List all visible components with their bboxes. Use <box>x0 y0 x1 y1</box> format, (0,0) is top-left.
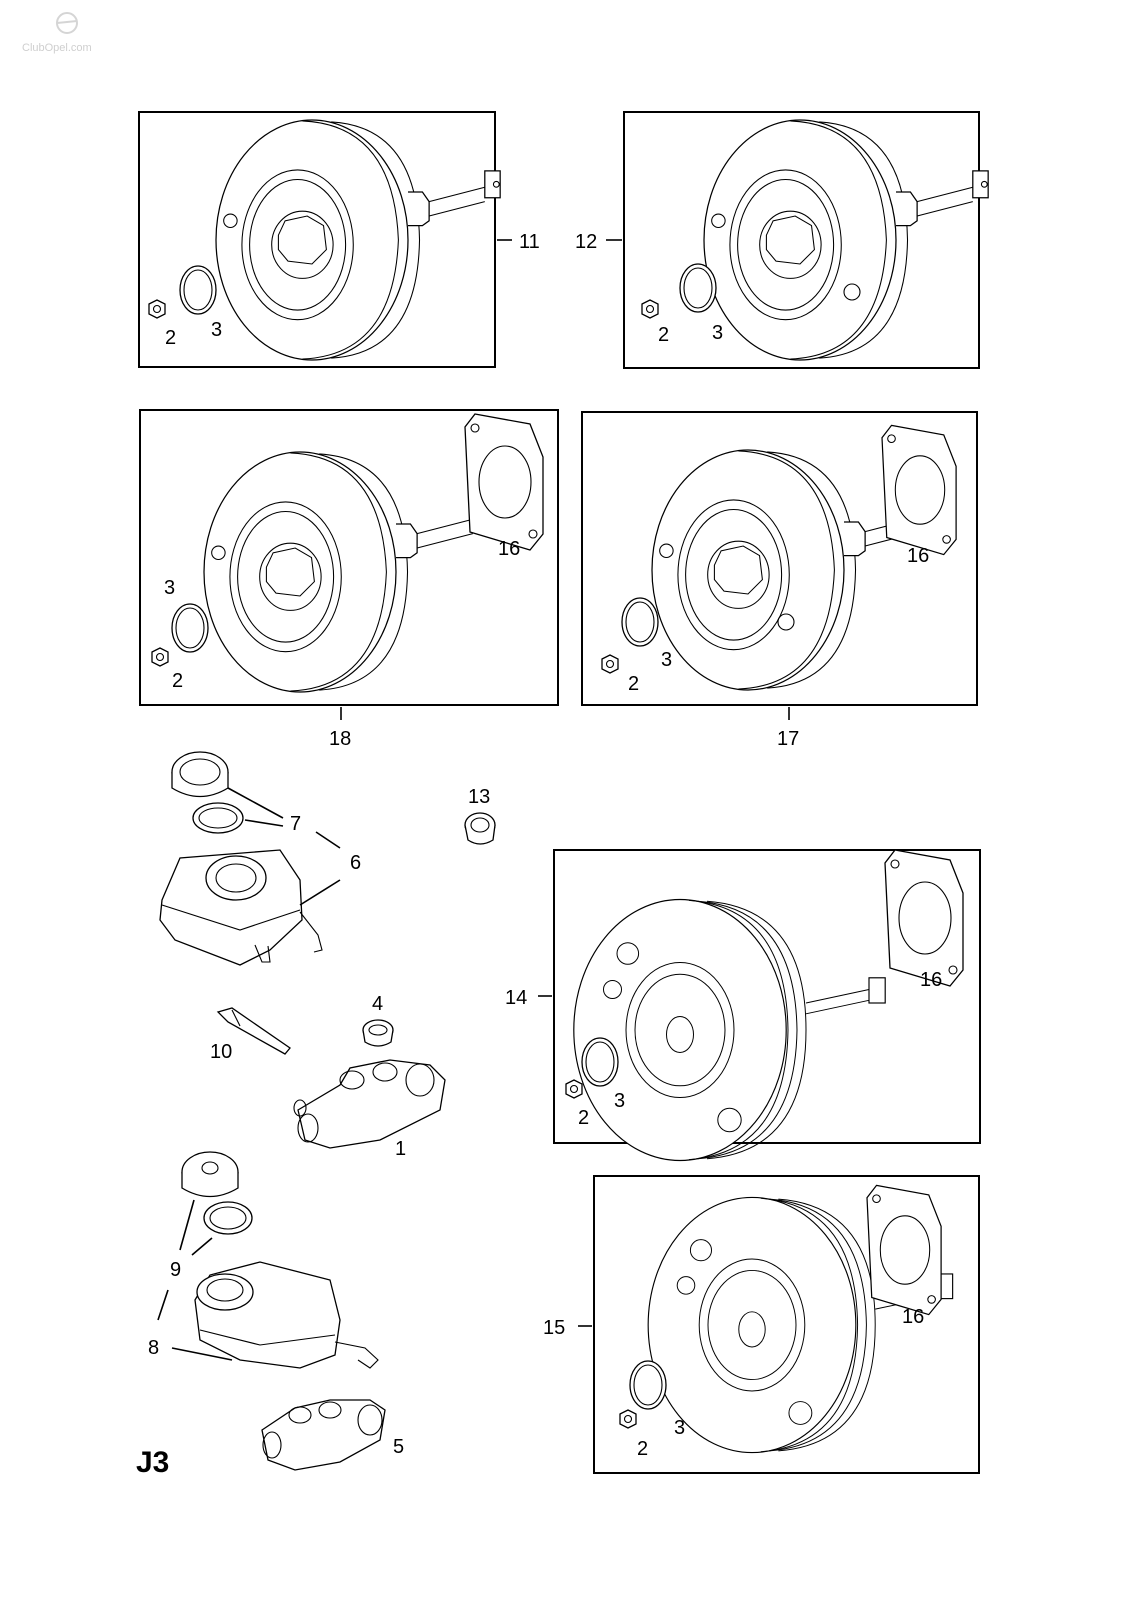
callout-12: 12 <box>575 231 597 253</box>
nut <box>151 647 169 667</box>
brake-booster <box>215 119 501 361</box>
seal-ring <box>171 603 209 653</box>
nut <box>148 299 166 319</box>
brake-fluid-reservoir <box>159 849 323 966</box>
bushing <box>464 812 496 845</box>
group-master-cylinder-1: 10 4 1 <box>210 993 446 1160</box>
frame-14 <box>553 849 981 1144</box>
seal-ring <box>581 1037 619 1087</box>
callout-14: 14 <box>505 987 527 1009</box>
seal-ring <box>621 597 659 647</box>
callout-3: 3 <box>211 319 222 341</box>
callout-16: 16 <box>907 545 929 567</box>
nut <box>641 299 659 319</box>
callout-2: 2 <box>172 670 183 692</box>
group-booster-18: 18 3 2 16 <box>139 409 559 750</box>
callout-5: 5 <box>393 1436 404 1458</box>
callout-3: 3 <box>712 322 723 344</box>
callout-17: 17 <box>777 728 799 750</box>
callout-18: 18 <box>329 728 351 750</box>
frame-11 <box>138 111 496 368</box>
callout-3: 3 <box>164 577 175 599</box>
callout-1: 1 <box>395 1138 406 1160</box>
brake-fluid-reservoir <box>194 1261 379 1369</box>
callout-16: 16 <box>920 969 942 991</box>
group-booster-17: 17 16 3 2 <box>581 411 978 750</box>
seal-ring <box>179 265 217 315</box>
callout-2: 2 <box>658 324 669 346</box>
group-booster-15: 15 16 3 2 <box>543 1175 980 1474</box>
seal-ring <box>679 263 717 313</box>
nut <box>565 1079 583 1099</box>
group-reservoir-8: 9 8 5 <box>148 1151 404 1471</box>
reservoir-cap <box>171 751 229 798</box>
gasket <box>881 424 957 556</box>
callout-13: 13 <box>468 786 490 808</box>
reservoir-cap <box>181 1151 239 1198</box>
grommet <box>362 1019 394 1047</box>
callout-3: 3 <box>674 1417 685 1439</box>
callout-2: 2 <box>628 673 639 695</box>
nut <box>601 654 619 674</box>
brake-booster <box>703 119 989 361</box>
callout-4: 4 <box>372 993 383 1015</box>
watermark-logo: ClubOpel.com <box>22 12 92 54</box>
master-cylinder <box>261 1399 386 1471</box>
callout-11: 11 <box>519 231 540 253</box>
callout-3: 3 <box>614 1090 625 1112</box>
group-booster-11: 11 2 3 <box>138 111 540 368</box>
group-booster-12: 12 2 3 <box>575 111 989 369</box>
callout-15: 15 <box>543 1317 565 1339</box>
nut <box>619 1409 637 1429</box>
gasket <box>884 849 964 987</box>
callout-3: 3 <box>661 649 672 671</box>
brake-booster <box>203 451 489 693</box>
gasket <box>866 1184 942 1316</box>
callout-16: 16 <box>902 1306 924 1328</box>
brake-booster <box>573 898 886 1162</box>
frame-12 <box>623 111 980 369</box>
callout-10: 10 <box>210 1041 232 1063</box>
frame-18 <box>139 409 559 706</box>
watermark-text: ClubOpel.com <box>22 42 92 54</box>
frame-15 <box>593 1175 980 1474</box>
callout-2: 2 <box>165 327 176 349</box>
group-reservoir-6: 7 6 13 <box>159 751 496 966</box>
page-code: J3 <box>136 1446 169 1479</box>
callout-8: 8 <box>148 1337 159 1359</box>
callout-16: 16 <box>498 538 520 560</box>
gasket <box>464 413 544 551</box>
callout-7: 7 <box>290 813 301 835</box>
group-booster-14: 14 16 2 3 <box>505 849 981 1162</box>
callout-9: 9 <box>170 1259 181 1281</box>
seal-ring <box>629 1360 667 1410</box>
callout-2: 2 <box>637 1438 648 1460</box>
master-cylinder <box>293 1059 446 1149</box>
pin <box>216 1007 291 1055</box>
frame-17 <box>581 411 978 706</box>
callout-6: 6 <box>350 852 361 874</box>
callout-2: 2 <box>578 1107 589 1129</box>
